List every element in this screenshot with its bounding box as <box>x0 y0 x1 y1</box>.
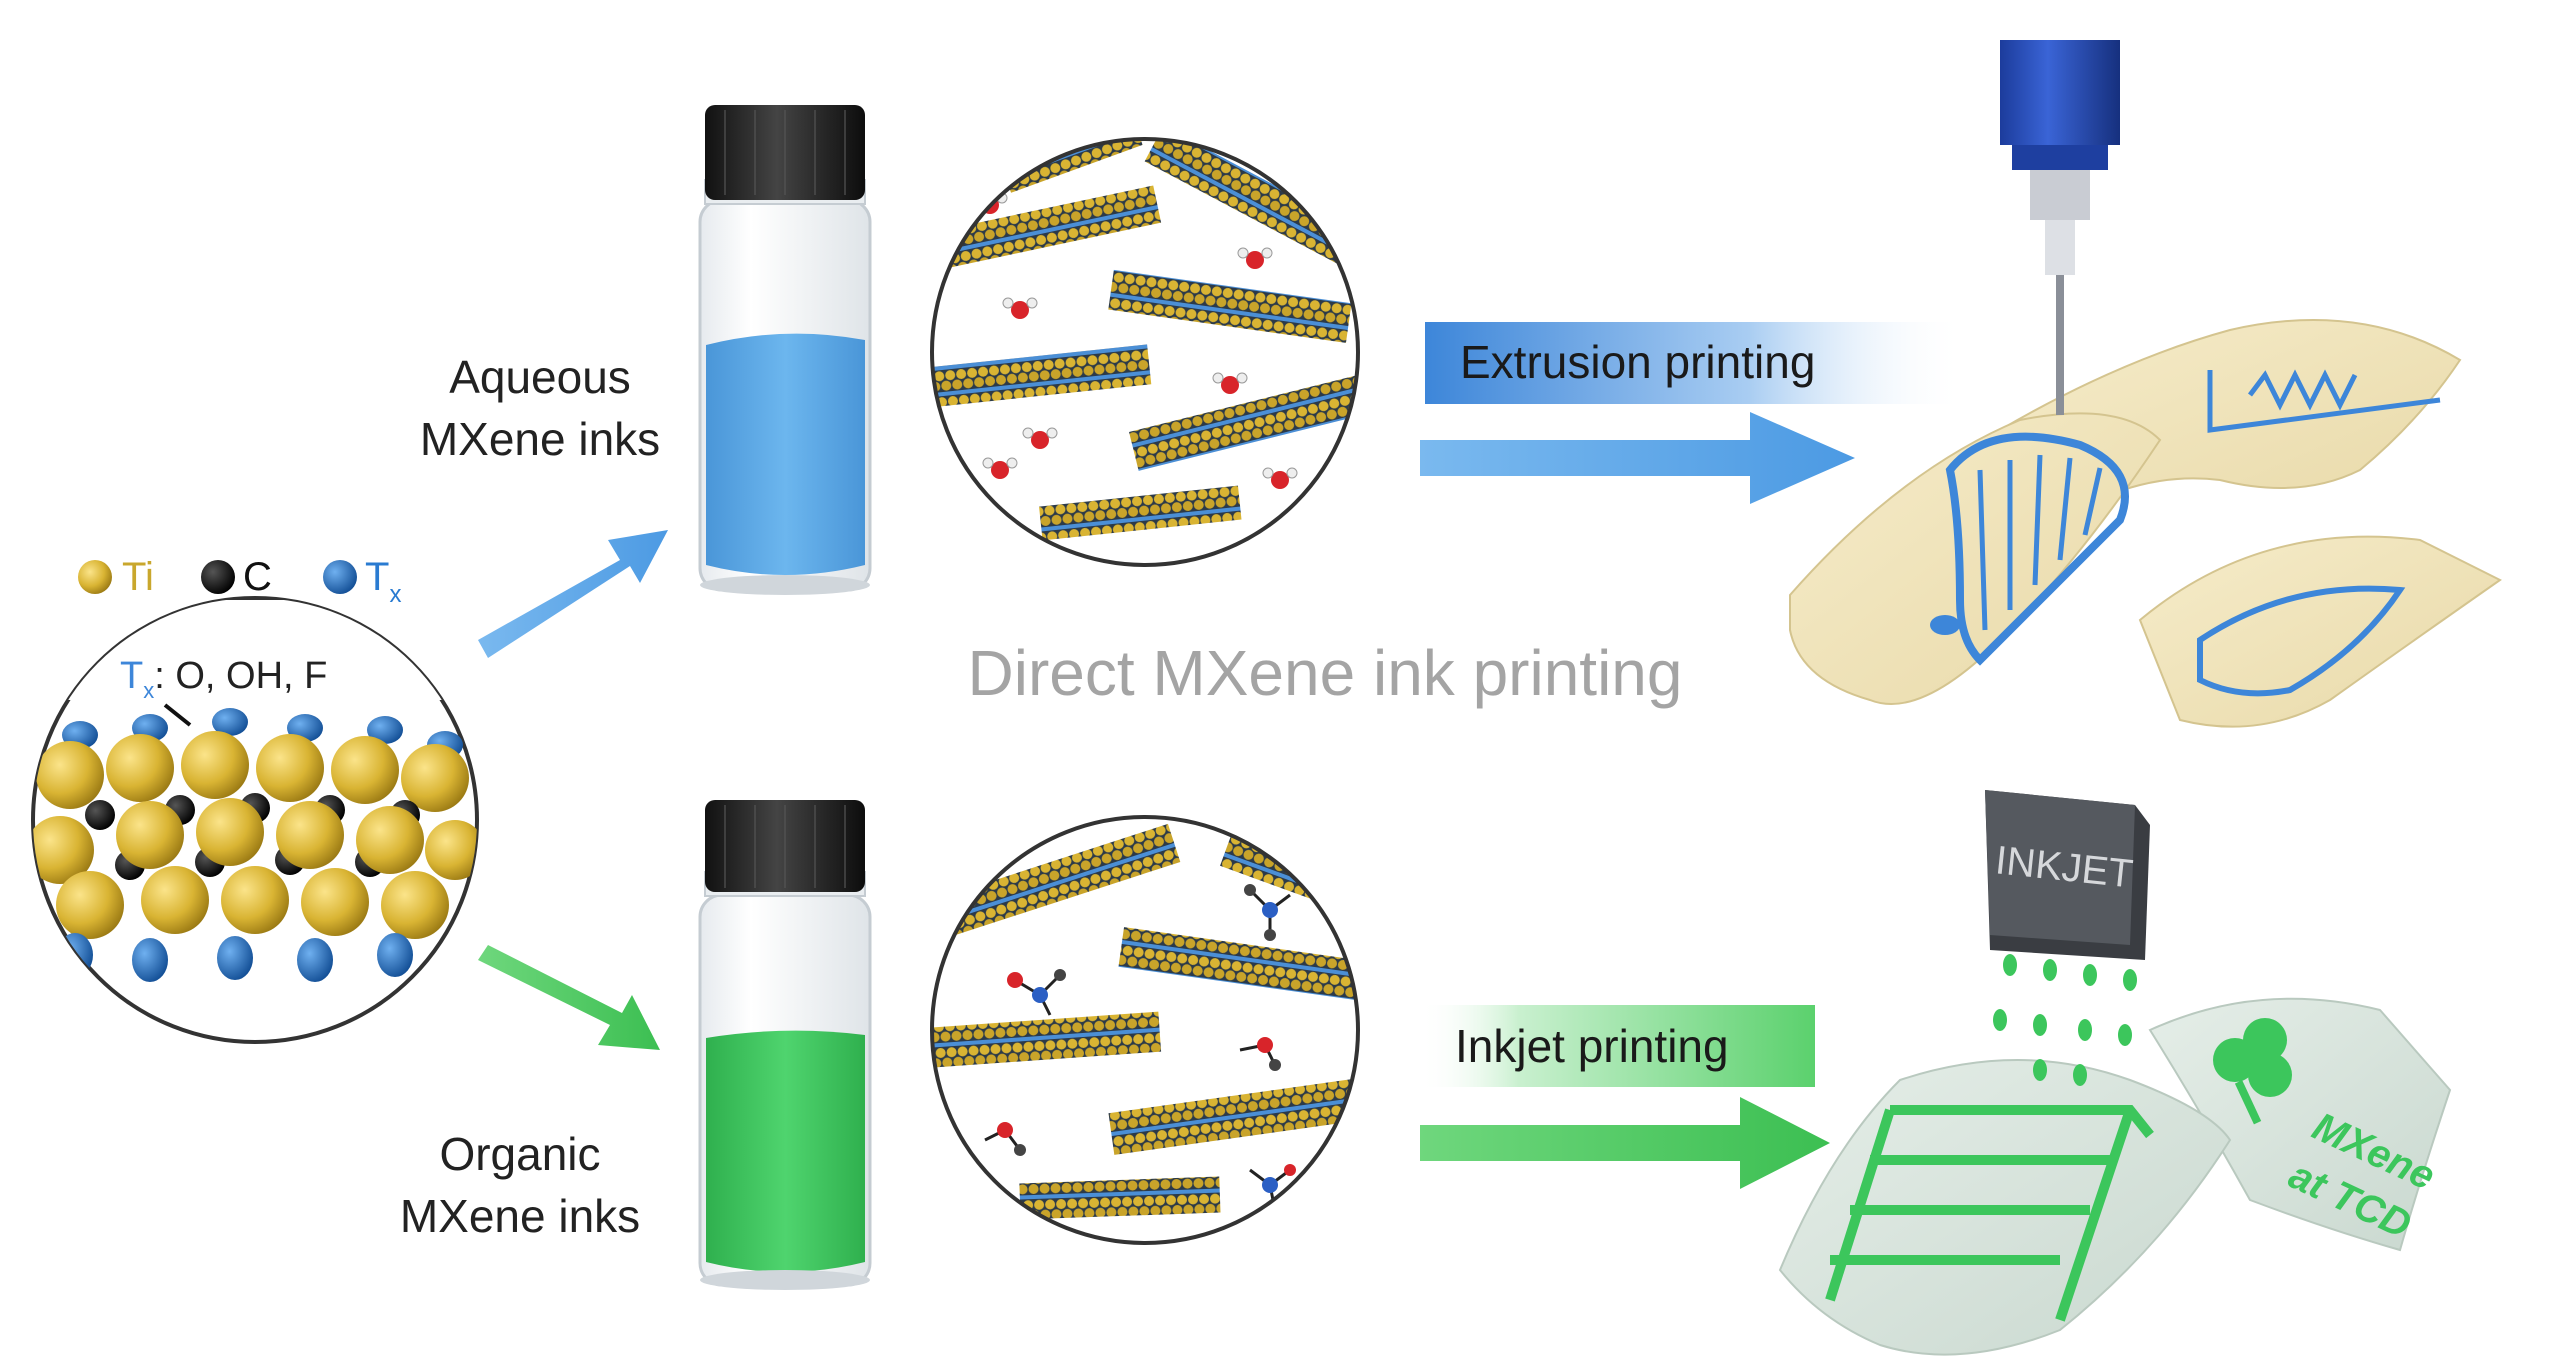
inkjet-printing-label-box: Inkjet printing <box>1420 1005 1815 1087</box>
center-title: Direct MXene ink printing <box>968 637 1683 709</box>
legend: Ti C Tx <box>78 555 401 608</box>
inkjet-printing-label: Inkjet printing <box>1455 1020 1729 1072</box>
ti-legend-label: Ti <box>122 555 154 599</box>
extrusion-printing-label: Extrusion printing <box>1460 336 1815 388</box>
aqueous-ink-vial <box>698 105 872 595</box>
organic-label-line2: MXene inks <box>400 1190 640 1242</box>
arrow-to-inkjet <box>1420 1097 1830 1189</box>
tx-legend-label: Tx <box>365 555 401 608</box>
tx-termination-note: Tx: O, OH, F <box>120 655 327 703</box>
c-legend-dot <box>201 560 235 594</box>
ti-legend-dot <box>78 560 112 594</box>
extrusion-printing-label-box: Extrusion printing <box>1425 322 1965 404</box>
aqueous-label-line2: MXene inks <box>420 413 660 465</box>
extrusion-printer-illustration <box>1789 40 2502 728</box>
organic-dispersion-circle <box>930 815 1360 1245</box>
organic-ink-vial <box>698 800 872 1290</box>
tx-legend-dot <box>323 560 357 594</box>
arrow-to-aqueous <box>478 530 668 658</box>
aqueous-label-line1: Aqueous <box>449 351 631 403</box>
arrow-to-organic <box>478 945 660 1050</box>
arrow-to-extrusion <box>1420 412 1855 504</box>
c-legend-label: C <box>243 555 272 599</box>
inkjet-printer-illustration: MXene at TCD INKJET <box>1778 790 2452 1356</box>
mxene-structure: Tx: O, OH, F <box>31 596 479 1044</box>
aqueous-dispersion-circle <box>930 137 1360 567</box>
organic-label-line1: Organic <box>439 1128 600 1180</box>
